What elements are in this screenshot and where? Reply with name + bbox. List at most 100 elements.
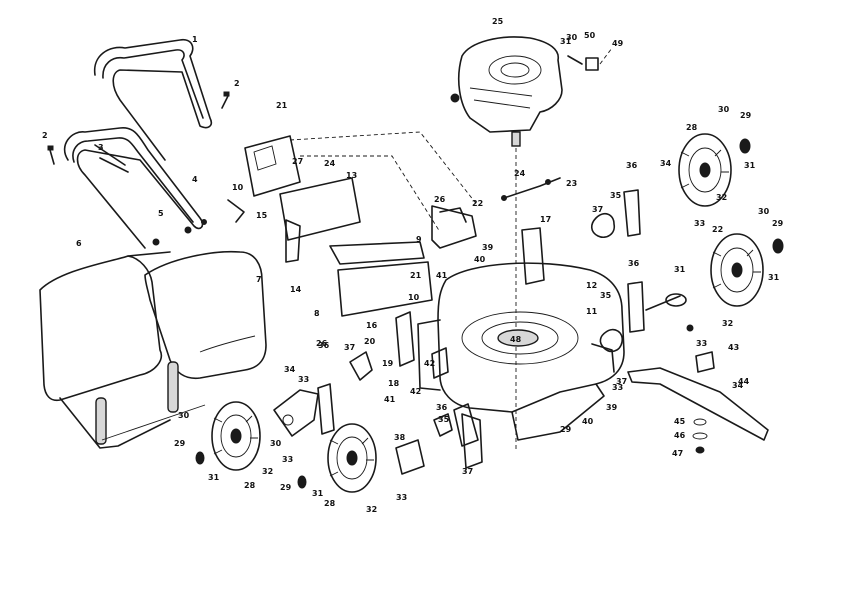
- callout-29c: 29: [174, 439, 186, 448]
- callout-24a: 24: [324, 159, 336, 168]
- callout-50: 50: [584, 31, 596, 40]
- callout-33b: 33: [696, 339, 707, 348]
- callout-18: 18: [388, 379, 400, 388]
- callout-2b: 2: [42, 131, 48, 140]
- callout-5: 5: [158, 209, 164, 218]
- callout-31c: 31: [208, 473, 220, 482]
- front-axle-right: [645, 293, 694, 332]
- callout-14: 14: [290, 285, 302, 294]
- callout-34c: 34: [732, 381, 744, 390]
- callout-36b: 36: [628, 259, 640, 268]
- callout-29b: 29: [772, 219, 784, 228]
- callout-32a: 32: [716, 193, 727, 202]
- callout-2a: 2: [234, 79, 240, 88]
- callout-37c: 37: [462, 467, 473, 476]
- callout-28a: 28: [686, 123, 698, 132]
- engine-fasteners: [567, 47, 613, 71]
- callout-34b: 34: [284, 365, 296, 374]
- callout-28c: 28: [324, 499, 336, 508]
- callout-30d: 30: [270, 439, 282, 448]
- callout-32b: 32: [722, 319, 733, 328]
- wheel-rear-right-upper: [678, 133, 732, 207]
- callout-35c: 35: [438, 415, 450, 424]
- height-adjuster-rear-left: [349, 311, 449, 381]
- callout-4: 4: [192, 175, 198, 184]
- callout-40a: 40: [474, 255, 486, 264]
- callout-17: 17: [540, 215, 551, 224]
- callout-20: 20: [364, 337, 376, 346]
- callout-29a: 29: [740, 111, 752, 120]
- callout-42a: 42: [424, 359, 435, 368]
- callout-43: 43: [728, 343, 739, 352]
- rear-bracket-assembly: [227, 131, 479, 317]
- callout-29d: 29: [280, 483, 292, 492]
- engine: [450, 36, 563, 147]
- callout-26a: 26: [434, 195, 446, 204]
- callout-45: 45: [674, 417, 686, 426]
- callout-31b: 31: [768, 273, 780, 282]
- callout-38: 38: [394, 433, 406, 442]
- callout-23: 23: [566, 179, 577, 188]
- callout-labels: 1 2 2 3 4 5 6 7 8 9 10 10 11 12 13 14 15…: [42, 17, 784, 514]
- callout-33c: 33: [298, 375, 309, 384]
- callout-24b: 24: [514, 169, 526, 178]
- callout-39a: 39: [482, 243, 494, 252]
- callout-31a: 31: [744, 161, 756, 170]
- callout-30c: 30: [178, 411, 190, 420]
- callout-16: 16: [366, 321, 378, 330]
- callout-41a: 41: [436, 271, 448, 280]
- callout-48: 48: [510, 335, 522, 344]
- callout-30e: 30: [566, 33, 578, 42]
- callout-21b: 21: [410, 271, 422, 280]
- callout-33d: 33: [282, 455, 293, 464]
- callout-35a: 35: [610, 191, 622, 200]
- callout-33e: 33: [396, 493, 407, 502]
- callout-12: 12: [586, 281, 597, 290]
- handle-knobs: [152, 219, 207, 246]
- callout-31e: 31: [674, 265, 686, 274]
- callout-46: 46: [674, 431, 686, 440]
- callout-9: 9: [416, 235, 422, 244]
- callout-27: 27: [292, 157, 303, 166]
- callout-36a: 36: [626, 161, 638, 170]
- callout-21a: 21: [276, 101, 288, 110]
- wheel-rear-left: [211, 401, 261, 471]
- callout-8: 8: [314, 309, 320, 318]
- callout-25: 25: [492, 17, 504, 26]
- callout-33f: 33: [612, 383, 623, 392]
- callout-1: 1: [192, 35, 198, 44]
- callout-22b: 22: [712, 225, 723, 234]
- callout-30a: 30: [718, 105, 730, 114]
- callout-32c: 32: [262, 467, 273, 476]
- callout-36c: 36: [318, 341, 330, 350]
- throttle-cable: [501, 177, 561, 201]
- callout-3: 3: [98, 143, 104, 152]
- wheel-caps: [195, 138, 784, 489]
- callout-39b: 39: [606, 403, 618, 412]
- callout-40b: 40: [582, 417, 594, 426]
- callout-34a: 34: [660, 159, 672, 168]
- lower-handle: [63, 127, 204, 249]
- handle-bolt-2-lower: [47, 145, 55, 165]
- wheel-front-right: [710, 233, 764, 307]
- upper-handle: [94, 38, 213, 161]
- callout-11: 11: [586, 307, 598, 316]
- mower-deck: [417, 262, 625, 441]
- grass-bag-frame: [95, 250, 267, 445]
- wheel-front-left: [327, 423, 377, 493]
- handle-bolt-2-upper: [221, 91, 230, 109]
- callout-29e: 29: [560, 425, 572, 434]
- callout-6: 6: [76, 239, 82, 248]
- callout-37a: 37: [592, 205, 603, 214]
- callout-28b: 28: [244, 481, 256, 490]
- callout-44: 44: [738, 377, 750, 386]
- callout-7: 7: [256, 275, 262, 284]
- callout-47: 47: [672, 449, 683, 458]
- callout-41b: 41: [384, 395, 396, 404]
- callout-33a: 33: [694, 219, 705, 228]
- callout-26b: 26: [316, 339, 328, 348]
- callout-35b: 35: [600, 291, 612, 300]
- callout-49: 49: [612, 39, 624, 48]
- callout-22a: 22: [472, 199, 483, 208]
